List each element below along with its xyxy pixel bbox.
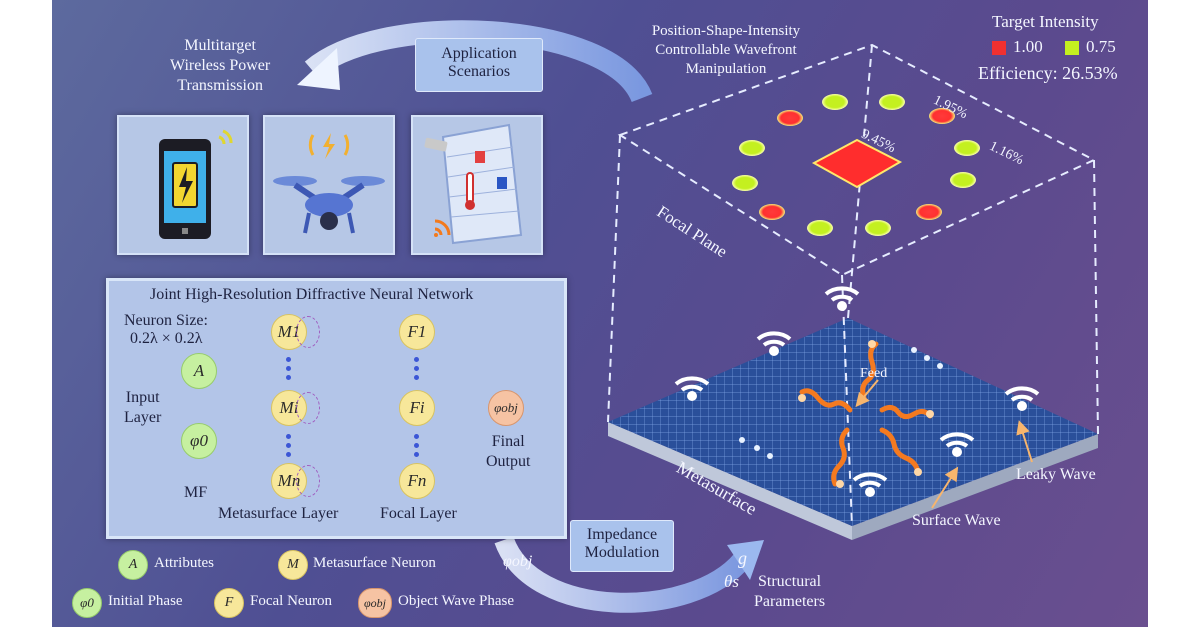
input-layer-label: Input Layer bbox=[124, 389, 162, 426]
legend-m-symbol: M bbox=[278, 550, 308, 580]
smartphone-icon bbox=[159, 129, 233, 239]
feed-label: Feed bbox=[860, 366, 888, 381]
network-title: Joint High-Resolution Diffractive Neural… bbox=[150, 286, 474, 303]
green-swatch-value: 0.75 bbox=[1086, 37, 1116, 56]
green-swatch bbox=[1065, 41, 1079, 55]
node-attribute-a: A bbox=[181, 353, 217, 389]
focal-spots bbox=[732, 94, 980, 236]
structural-parameters-label: Structural Parameters bbox=[754, 573, 826, 610]
ellipsis-f-6 bbox=[414, 452, 419, 457]
ellipsis-f-2 bbox=[414, 366, 419, 371]
ellipsis-m-5 bbox=[286, 443, 291, 448]
node-fn: Fn bbox=[399, 463, 435, 499]
node-fi: Fi bbox=[399, 390, 435, 426]
wavefront-label: Position-Shape-Intensity Controllable Wa… bbox=[651, 23, 801, 77]
bottom-curved-arrow-head bbox=[727, 540, 764, 580]
central-square-spot bbox=[811, 138, 903, 189]
ellipsis-m-1 bbox=[286, 357, 291, 362]
impedance-modulation-box: Impedance Modulation bbox=[570, 520, 674, 572]
smartphone-panel bbox=[117, 115, 249, 255]
m1-halo bbox=[296, 316, 320, 348]
theta-label: θs bbox=[724, 572, 739, 591]
ellipsis-m-3 bbox=[286, 375, 291, 380]
top-curved-arrow-head bbox=[297, 48, 340, 90]
legend-f-text: Focal Neuron bbox=[250, 593, 333, 609]
application-scenarios-box: Application Scenarios bbox=[415, 38, 543, 92]
efficiency-label: Efficiency: 26.53% bbox=[978, 63, 1118, 83]
node-mi: Mi bbox=[271, 390, 307, 426]
red-swatch bbox=[992, 41, 1006, 55]
ellipsis-f-3 bbox=[414, 375, 419, 380]
legend-phiobj-symbol: φobj bbox=[358, 588, 392, 618]
neuron-size-line-2: 0.2λ × 0.2λ bbox=[130, 330, 203, 347]
multitarget-label: Multitarget Wireless Power Transmission bbox=[170, 37, 271, 94]
final-output-label: Final Output bbox=[486, 433, 531, 470]
feed-pointer bbox=[855, 379, 879, 408]
legend-phi0-symbol: φ0 bbox=[72, 588, 102, 618]
ellipsis-f-1 bbox=[414, 357, 419, 362]
leaky-wave-label: Leaky Wave bbox=[1016, 466, 1096, 483]
mi-halo bbox=[296, 392, 320, 424]
box-edges bbox=[607, 43, 1099, 527]
smart-home-icon bbox=[424, 123, 523, 245]
legend-a-text: Attributes bbox=[154, 555, 214, 571]
surface-wave-pointer bbox=[931, 466, 959, 509]
mn-halo bbox=[296, 465, 320, 497]
legend-m-text: Metasurface Neuron bbox=[313, 555, 436, 571]
legend-phiobj-text: Object Wave Phase bbox=[398, 593, 514, 609]
legend-f-symbol: F bbox=[214, 588, 244, 618]
ellipsis-m-6 bbox=[286, 452, 291, 457]
target-intensity-title: Target Intensity bbox=[992, 12, 1099, 31]
metasurface-grid bbox=[608, 318, 1098, 526]
neuron-size-line-1: Neuron Size: bbox=[124, 312, 208, 329]
figure-canvas: Multitarget Wireless Power Transmission … bbox=[52, 0, 1148, 627]
metasurface-sparkles bbox=[739, 347, 943, 459]
focal-layer-label: Focal Layer bbox=[380, 505, 457, 522]
metasurface-slab-side-left bbox=[608, 422, 852, 540]
drone-icon bbox=[273, 133, 385, 234]
metasurface-layer-label: Metasurface Layer bbox=[218, 505, 339, 522]
surface-wave-label: Surface Wave bbox=[912, 512, 1001, 529]
g-label: g bbox=[738, 548, 747, 568]
metasurface-slab-side-right bbox=[852, 434, 1098, 540]
node-f1: F1 bbox=[399, 314, 435, 350]
legend-a-symbol: A bbox=[118, 550, 148, 580]
node-initial-phase: φ0 bbox=[181, 423, 217, 459]
ellipsis-f-4 bbox=[414, 434, 419, 439]
phi-obj-label: φobj bbox=[503, 553, 533, 570]
figure-graphics bbox=[194, 20, 1099, 613]
ellipsis-f-5 bbox=[414, 443, 419, 448]
smart-home-panel bbox=[411, 115, 543, 255]
mf-label: MF bbox=[184, 484, 208, 501]
drone-panel bbox=[263, 115, 395, 255]
surface-wave-heads bbox=[798, 340, 934, 488]
legend-phi0-text: Initial Phase bbox=[108, 593, 183, 609]
node-object-phase: φobj bbox=[488, 390, 524, 426]
leaky-wave-pointer bbox=[1016, 420, 1033, 463]
leaky-wave-icons bbox=[674, 286, 1040, 497]
bottom-curved-arrow bbox=[494, 536, 750, 613]
red-swatch-value: 1.00 bbox=[1013, 37, 1043, 56]
surface-wave-wiggles bbox=[799, 341, 933, 487]
ellipsis-m-2 bbox=[286, 366, 291, 371]
ellipsis-m-4 bbox=[286, 434, 291, 439]
top-curved-arrow bbox=[304, 20, 653, 103]
